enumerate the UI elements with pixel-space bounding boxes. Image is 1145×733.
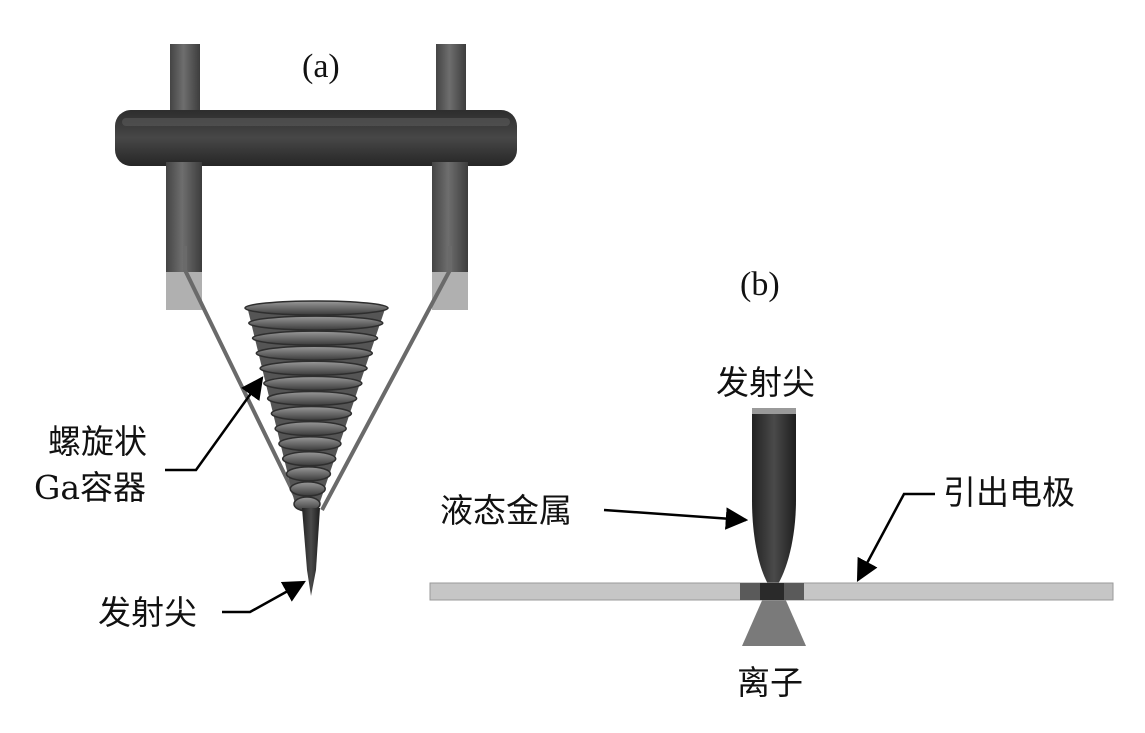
panel-a-drawing xyxy=(115,44,517,614)
coil-turn xyxy=(259,360,368,377)
arrow-container xyxy=(165,376,264,472)
coil-turn xyxy=(289,481,326,497)
label-extraction-electrode: 引出电极 xyxy=(943,473,1075,512)
arrow-electrode xyxy=(856,492,935,582)
label-emitter-tip-b: 发射尖 xyxy=(716,363,815,402)
left-wire xyxy=(183,246,304,511)
coil-turn xyxy=(285,466,332,482)
coil-turn xyxy=(281,451,337,467)
coil-turn xyxy=(270,405,353,422)
right-wire xyxy=(320,246,452,511)
coil-turn xyxy=(263,375,363,392)
label-ions: 离子 xyxy=(737,663,803,702)
arrow-tip-a xyxy=(222,580,306,614)
coil-turn xyxy=(255,345,374,361)
arrow-liquid-metal xyxy=(603,507,749,530)
coil-turn xyxy=(266,390,358,407)
label-spiral-container-line1: 螺旋状 xyxy=(48,422,147,461)
coil-turn xyxy=(244,300,389,316)
label-spiral-container-line2: Ga容器 xyxy=(34,468,147,507)
ion-beam xyxy=(742,596,806,646)
coil-turn xyxy=(248,315,384,331)
coil-turn xyxy=(278,435,342,452)
label-emitter-tip-a: 发射尖 xyxy=(98,593,197,632)
label-liquid-metal: 液态金属 xyxy=(440,491,572,530)
coil-turn xyxy=(251,330,379,346)
emitter-needle-b xyxy=(752,412,796,590)
coil-turn xyxy=(274,420,347,437)
emitter-tip-a xyxy=(302,508,320,596)
coil-turns xyxy=(244,300,389,512)
panel-a-tag: (a) xyxy=(302,48,340,85)
panel-b-drawing xyxy=(429,408,1114,646)
panel-b-tag: (b) xyxy=(740,266,780,303)
